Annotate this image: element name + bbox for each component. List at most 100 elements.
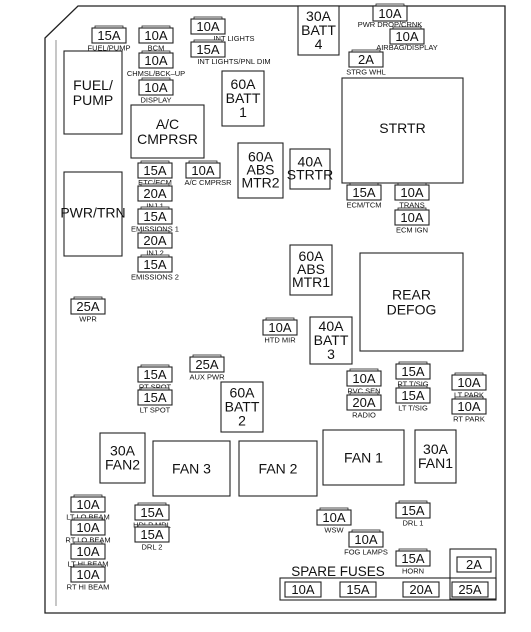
fuse-body bbox=[138, 52, 174, 69]
fuse-rating: 10A bbox=[457, 399, 480, 414]
fuse-rating: 10A bbox=[76, 497, 99, 512]
fuse-body bbox=[91, 27, 127, 44]
fuse-caption: RADIO bbox=[352, 411, 376, 420]
fuse-rating: 15A bbox=[346, 582, 369, 597]
block-label-line: FAN 2 bbox=[259, 460, 298, 476]
fuse-rating: 2A bbox=[358, 52, 374, 67]
fuse-body bbox=[137, 256, 173, 273]
fuse-caption: RVC SEN bbox=[347, 387, 380, 396]
block-outline bbox=[130, 104, 205, 159]
fuse-caption: ECM/TCM bbox=[347, 201, 382, 210]
block-label-line: CMPRSR bbox=[137, 131, 198, 147]
fuse-rating: 15A bbox=[140, 527, 163, 542]
spare-fuse: 10A bbox=[284, 581, 322, 598]
block-outline bbox=[63, 171, 123, 257]
block-fan1: FAN 1 bbox=[322, 429, 405, 486]
fuse-caption: ETC/ECM bbox=[138, 178, 172, 187]
fuse-rating: 10A bbox=[76, 567, 99, 582]
fuse-rating: 10A bbox=[352, 371, 375, 386]
fuse-caption: WPR bbox=[79, 315, 97, 324]
block-label-line: 60A bbox=[230, 385, 256, 401]
fuse-rating: 15A bbox=[140, 505, 163, 520]
block-outline bbox=[289, 148, 331, 190]
block-label-line: BATT bbox=[301, 22, 336, 38]
fuse-caption: FUEL/PUMP bbox=[88, 44, 131, 53]
fuse-caption: PWR DROP/CRNK bbox=[358, 20, 423, 29]
fuse-body bbox=[70, 543, 106, 560]
fuse-rating: 15A bbox=[401, 503, 424, 518]
fuse-caption: TRANS bbox=[399, 201, 424, 210]
fuse-body bbox=[189, 356, 225, 373]
fuse-body bbox=[190, 18, 226, 35]
fuse-caption: DISPLAY bbox=[140, 96, 171, 105]
block-label-line: FUEL/ bbox=[73, 77, 113, 93]
fuse-rating: 10A bbox=[378, 6, 401, 21]
fuse-caption: RT T/SIG bbox=[397, 380, 428, 389]
block-outline bbox=[221, 70, 265, 127]
fuse-body bbox=[451, 398, 487, 415]
fuse-body bbox=[137, 232, 173, 249]
fuse-body bbox=[394, 184, 430, 201]
fuse-body bbox=[395, 550, 431, 567]
fuse-body bbox=[346, 184, 382, 201]
fuse-caption: INJ 2 bbox=[146, 249, 164, 258]
fuse-caption: INT LIGHTS/PNL DIM bbox=[197, 57, 270, 66]
fuse-caption: BCM bbox=[148, 44, 165, 53]
fuse-caption: INJ 1 bbox=[146, 202, 164, 211]
fuse-body bbox=[137, 366, 173, 383]
fuse-body bbox=[456, 556, 492, 573]
fuse-caption: CHMSL/BCK–UP bbox=[127, 69, 185, 78]
fuse-rating: 20A bbox=[143, 186, 166, 201]
fuse-caption: RT LO BEAM bbox=[65, 536, 110, 545]
fuse-body bbox=[395, 502, 431, 519]
fuse-rating: 20A bbox=[143, 233, 166, 248]
block-label-line: FAN2 bbox=[105, 457, 140, 473]
block-outline bbox=[220, 381, 264, 433]
block-outline bbox=[238, 440, 318, 497]
fuse-body bbox=[70, 519, 106, 536]
fuse-rating: 10A bbox=[76, 520, 99, 535]
block-outline bbox=[309, 316, 353, 365]
fuse-body bbox=[395, 363, 431, 380]
block-label-line: 30A bbox=[306, 8, 332, 24]
fuse-rating: 10A bbox=[400, 210, 423, 225]
fuse-caption: LT LO BEAM bbox=[66, 513, 110, 522]
fuse-rating: 25A bbox=[195, 357, 218, 372]
fuse-rating: 10A bbox=[144, 53, 167, 68]
block-outline bbox=[359, 252, 464, 352]
fuse-body bbox=[348, 531, 384, 548]
fuse-body bbox=[346, 394, 382, 411]
fuse-rating: 10A bbox=[268, 320, 291, 335]
fuse-body bbox=[451, 581, 489, 598]
fuse-rating: 10A bbox=[395, 29, 418, 44]
fuse-caption: DRL 1 bbox=[403, 519, 424, 528]
fuse-rating: 15A bbox=[143, 163, 166, 178]
fuse-rating: 10A bbox=[76, 544, 99, 559]
fuse-rating: 15A bbox=[352, 185, 375, 200]
fuse-body bbox=[262, 319, 298, 336]
fuse-caption: RT HI BEAM bbox=[67, 583, 110, 592]
spare-fuse: 20A bbox=[402, 581, 440, 598]
fuse-body bbox=[451, 374, 487, 391]
fuse-body bbox=[70, 566, 106, 583]
block-label-line: 60A bbox=[231, 76, 257, 92]
block-fan3: FAN 3 bbox=[152, 440, 231, 497]
fuse-rating: 10A bbox=[322, 510, 345, 525]
